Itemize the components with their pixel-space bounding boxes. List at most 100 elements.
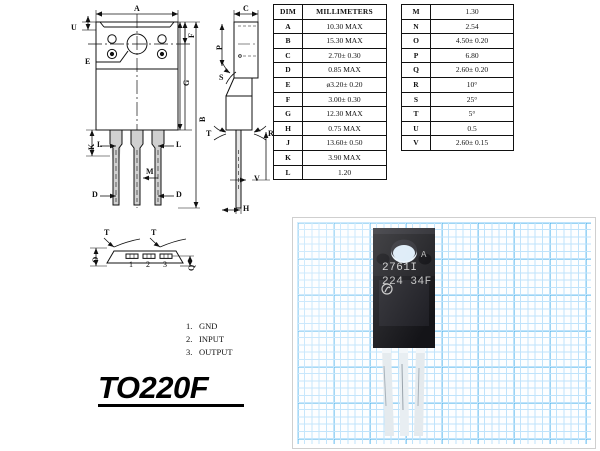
dim-label-R: R	[268, 129, 274, 138]
dim-value: 3.00± 0.30	[302, 91, 387, 108]
dim-label-M: M	[146, 167, 154, 176]
dim-value: 10.30 MAX	[302, 18, 387, 35]
dim-key: B	[273, 33, 303, 49]
pin-name: INPUT	[199, 334, 225, 344]
dim-value: 5°	[430, 106, 514, 122]
dim-value: 2.70± 0.30	[302, 47, 387, 64]
dim-key: P	[401, 47, 431, 64]
dim-value: 25°	[430, 91, 514, 108]
dim-value: 0.5	[430, 120, 514, 137]
table-header-row: DIM MILLIMETERS	[273, 4, 387, 20]
product-photo: A 2761I 224 34F	[292, 217, 596, 449]
dim-key: J	[273, 135, 303, 151]
pin-list-item: 1. GND	[186, 320, 233, 333]
dim-value: 0.75 MAX	[302, 120, 387, 137]
dim-key: N	[401, 18, 431, 35]
bottom-view-pin-3: 3	[163, 260, 167, 269]
dim-label-A: A	[134, 4, 140, 13]
dim-value: 2.60± 0.15	[430, 135, 514, 151]
dim-value: 1.30	[430, 4, 514, 20]
dim-value: 0.85 MAX	[302, 62, 387, 78]
dim-key: S	[401, 91, 431, 108]
header-dim: DIM	[273, 4, 303, 20]
dim-key: V	[401, 135, 431, 151]
package-title: TO220F	[98, 370, 209, 405]
dim-label-D-right: D	[176, 190, 182, 199]
dim-value: 15.30 MAX	[302, 33, 387, 49]
header-millimeters: MILLIMETERS	[302, 4, 387, 20]
package-title-block: TO220F	[98, 372, 244, 407]
dim-key: C	[273, 47, 303, 64]
dim-label-S: S	[219, 73, 224, 82]
pin-number: 1.	[186, 321, 193, 331]
pin-number: 2.	[186, 334, 193, 344]
dim-key: U	[401, 120, 431, 137]
dim-label-U: U	[71, 23, 77, 32]
dim-label-L-left: L	[97, 140, 103, 149]
dim-label-T-side: T	[206, 129, 212, 138]
dim-value: 2.60± 0.20	[430, 62, 514, 78]
dim-label-C: C	[243, 4, 249, 13]
dim-label-O: O	[91, 256, 100, 263]
dim-key: A	[273, 18, 303, 35]
dim-value: 4.50± 0.20	[430, 33, 514, 49]
dim-key: D	[273, 62, 303, 78]
dim-key: R	[401, 76, 431, 93]
mechanical-drawing: A U E F B G K L L M D D C P S T R V H T …	[0, 0, 280, 451]
dim-label-K: K	[87, 143, 96, 150]
dim-key: L	[273, 164, 303, 181]
bottom-view-pin-2: 2	[146, 260, 150, 269]
part-marking-line2: 2761I	[382, 262, 418, 274]
dim-key: M	[401, 4, 431, 20]
pin-function-list: 1.GND 2.INPUT 3.OUTPUT	[186, 320, 233, 359]
dim-value: 1.20	[302, 164, 387, 181]
dim-key: G	[273, 106, 303, 122]
dim-label-D-left: D	[92, 190, 98, 199]
drawing-svg	[82, 10, 270, 267]
dim-label-V: V	[254, 174, 260, 183]
dim-value: 13.60± 0.50	[302, 135, 387, 151]
dim-label-F: F	[187, 33, 196, 38]
dim-label-B: B	[198, 116, 207, 122]
pin-name: GND	[199, 321, 218, 331]
part-marking-line1: A	[421, 250, 427, 260]
dim-label-H: H	[243, 204, 250, 213]
dim-label-P: P	[215, 45, 224, 50]
dim-label-G: G	[182, 79, 191, 86]
bottom-view-pin-1: 1	[129, 260, 133, 269]
title-underline	[98, 404, 244, 407]
dim-label-Q: Q	[187, 264, 196, 271]
pin-list-item: 2. INPUT	[186, 333, 233, 346]
dim-value: 2.54	[430, 18, 514, 35]
dim-key: O	[401, 33, 431, 49]
pin-name: OUTPUT	[199, 347, 233, 357]
dim-label-T-bottom-left: T	[104, 228, 110, 237]
dim-label-T-bottom-right: T	[151, 228, 157, 237]
dim-key: F	[273, 91, 303, 108]
part-marking-line3: 224 34F	[382, 276, 432, 288]
transistor-photo-illustration	[373, 228, 435, 436]
